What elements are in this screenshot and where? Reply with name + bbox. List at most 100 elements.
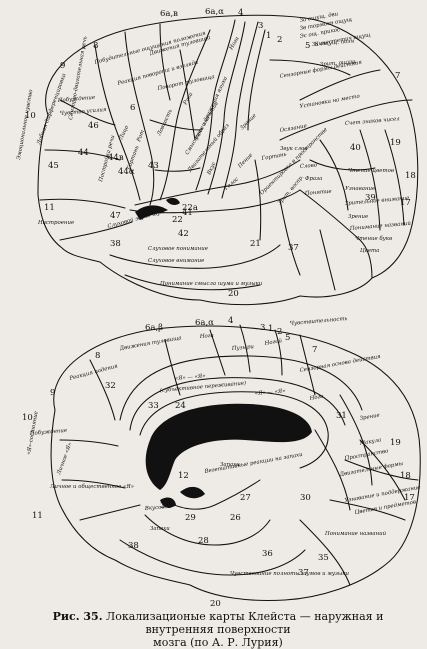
medial-area-label: Сензорная основа действия [299, 354, 381, 374]
lateral-area-number: 43 [148, 161, 159, 171]
central-sulcus [195, 19, 236, 191]
lateral-area-number: 4 [238, 8, 243, 18]
lateral-area-label: Лобная дифференцировка [35, 73, 68, 147]
lateral-area-number: 20 [228, 289, 239, 299]
lateral-area-label: Слово [300, 162, 318, 170]
medial-area-label: Запахи [150, 526, 170, 532]
medial-brain-view [50, 324, 421, 601]
postcentral-sulcus [221, 21, 259, 199]
medial-area-number: 12 [178, 471, 189, 481]
lateral-area-label: Понимание названий [349, 221, 412, 232]
lateral-area-number: 17 [400, 198, 411, 208]
lateral-area-number: 11 [44, 203, 55, 213]
lateral-area-label: Узнавание [345, 186, 375, 192]
lateral-area-label: Побуждение [57, 94, 96, 104]
caption-line1: Локализационые карты Клейста — наружная … [106, 610, 384, 636]
lateral-area-label: Зрительное внимание [345, 195, 410, 207]
lateral-area-number: 22а [182, 203, 198, 213]
lateral-area-label: Зрит. воспр. [277, 174, 305, 206]
lateral-area-label: Звук слов [280, 146, 307, 152]
lateral-area-number: 6 [130, 103, 135, 113]
lateral-area-number: 37 [288, 243, 299, 253]
medial-area-number: 19 [390, 438, 401, 448]
lateral-area-number: 6а,в [160, 9, 178, 19]
lateral-area-number: 42 [178, 229, 189, 239]
lateral-area-label: Эмоциональное чувство [16, 88, 34, 160]
lateral-area-label: Осязание [279, 123, 307, 134]
medial-area-number: 11 [32, 511, 43, 521]
medial-area-label: Нога [308, 394, 324, 402]
medial-area-label: Нога [199, 333, 214, 340]
lateral-dark-mark [135, 205, 168, 220]
lateral-area-number: 41 [182, 208, 193, 218]
medial-area-number: 30 [300, 493, 311, 503]
caption-line2: мозга (по А. Р. Лурия) [153, 636, 283, 649]
medial-area-label: Чувствование полноты шумов и музыки [230, 571, 350, 577]
lateral-area-number: 39 [365, 193, 376, 203]
medial-area-label: Побуждение [29, 427, 68, 437]
lateral-area-label: Чтение цветов [348, 168, 394, 174]
medial-area-number: 34 [160, 501, 171, 511]
lateral-area-number: 44α [118, 167, 135, 177]
lateral-brain-view [37, 14, 419, 306]
lateral-area-number: 6а,α [205, 7, 224, 17]
medial-area-number: 35 [318, 553, 329, 563]
medial-area-number: 23 [282, 413, 293, 423]
medial-area-number: 38 [128, 541, 139, 551]
medial-area-number: 27 [240, 493, 251, 503]
lateral-area-number: 2 [277, 35, 282, 45]
lateral-area-label: Сензорно-двигательная речь [68, 36, 89, 121]
medial-area-number: 37 [298, 568, 309, 578]
lateral-area-label: Фраза [305, 176, 322, 182]
lateral-area-label: Лицо [118, 124, 131, 142]
lateral-area-label: Пение [236, 152, 254, 170]
lateral-area-number: 5 [305, 41, 310, 51]
lateral-area-label: Гортань [260, 152, 287, 162]
medial-area-number: 6а,α [195, 318, 214, 328]
lateral-area-number: 45 [48, 161, 59, 171]
medial-area-number: 6а,β [145, 323, 163, 333]
lateral-area-label: Чувство усилия [60, 107, 108, 117]
figure-caption: Рис. 35. Локализационые карты Клейста — … [18, 610, 418, 649]
lateral-area-number: 3 [258, 21, 263, 31]
lateral-area-label: Чтение букв [355, 235, 392, 242]
medial-area-label: Запахи [220, 462, 240, 468]
lateral-area-number: 1 [266, 31, 271, 41]
medial-area-label: Вегетативные реакции на запахи [203, 452, 303, 475]
medial-area-number: 7 [312, 345, 317, 355]
lateral-area-number: 38 [110, 239, 121, 249]
medial-area-label: Личное «Я» [56, 442, 74, 477]
medial-area-number: 17 [404, 493, 415, 503]
medial-area-number: 26 [230, 513, 241, 523]
medial-area-number: 20 [210, 599, 221, 609]
medial-area-number: 31 [336, 411, 347, 421]
medial-area-label: Чувствительность [290, 316, 348, 327]
lateral-area-label: Зрение [348, 214, 368, 220]
lateral-area-number: 19 [390, 138, 401, 148]
lateral-area-label: Зрит. ощущ. [320, 59, 358, 68]
medial-area-number: 24 [175, 401, 186, 411]
medial-area-number: 2 [277, 327, 282, 337]
lateral-area-number: 7 [395, 71, 400, 81]
medial-area-number: 33 [148, 401, 159, 411]
medial-area-number: 8 [95, 351, 100, 361]
medial-area-label: Ногой [263, 338, 283, 347]
medial-self-label: «Я» — «Я» [255, 388, 286, 397]
medial-area-number: 4 [228, 316, 233, 326]
medial-area-number: 1 [268, 324, 273, 334]
corpus-callosum [145, 403, 312, 490]
medial-area-label: Вкусовые [144, 504, 173, 512]
lateral-area-label: Слуховое внимание [148, 258, 204, 264]
lateral-area-label: Понимание смысла шума и музыки [159, 281, 263, 287]
lateral-area-label: Настроение [37, 220, 74, 226]
medial-area-number: 9 [50, 388, 55, 398]
medial-area-label: Понимание названий [324, 531, 387, 537]
medial-area-label: Зрение [359, 413, 380, 422]
medial-area-number: 5 [285, 333, 290, 343]
medial-outline [50, 325, 421, 601]
medial-area-label: Личное и общественное «Я» [49, 483, 134, 490]
lateral-area-number: 40 [350, 143, 361, 153]
